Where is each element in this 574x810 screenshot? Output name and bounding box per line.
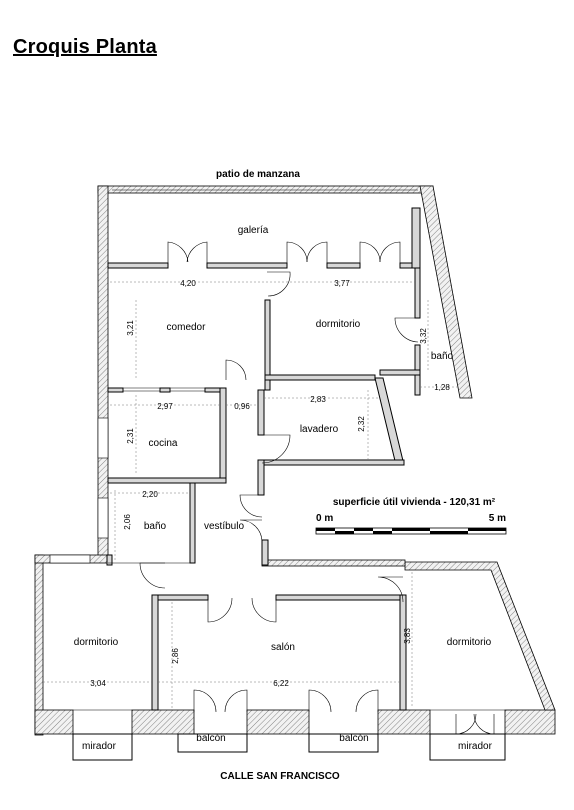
room-comedor: comedor	[167, 322, 207, 333]
room-galeria: galería	[238, 225, 269, 236]
windows	[49, 189, 418, 564]
dim-3-21: 3,21	[126, 320, 135, 336]
dim-6-22: 6,22	[273, 679, 289, 688]
dim-2-32: 2,32	[357, 416, 366, 432]
room-mirador-2: mirador	[458, 741, 493, 752]
drawing-title: Croquis Planta	[13, 36, 157, 58]
dim-3-32: 3,32	[419, 328, 428, 344]
dim-2-86: 2,86	[171, 648, 180, 664]
dim-2-97: 2,97	[157, 402, 173, 411]
dim-3-04: 3,04	[90, 679, 106, 688]
room-vestibulo: vestíbulo	[204, 521, 244, 532]
room-balcon-2: balcón	[339, 733, 368, 744]
room-lavadero: lavadero	[300, 424, 339, 435]
room-balcon-1: balcón	[196, 733, 225, 744]
dim-3-77: 3,77	[334, 279, 350, 288]
top-label: patio de manzana	[216, 169, 300, 180]
scale-bar	[315, 527, 507, 535]
interior-walls	[106, 207, 421, 711]
room-salon: salón	[271, 642, 295, 653]
dim-2-31: 2,31	[126, 428, 135, 444]
door-swings	[139, 241, 495, 735]
dim-2-06: 2,06	[123, 514, 132, 530]
room-mirador-1: mirador	[82, 741, 117, 752]
dim-2-20: 2,20	[142, 490, 158, 499]
room-bano-2: baño	[144, 521, 167, 532]
room-cocina: cocina	[149, 438, 178, 449]
dimension-lines	[43, 281, 460, 708]
room-dormitorio-3: dormitorio	[447, 637, 492, 648]
dim-1-28: 1,28	[434, 383, 450, 392]
dim-0-96: 0,96	[234, 402, 250, 411]
dim-2-83: 2,83	[310, 395, 326, 404]
room-bano-1: baño	[431, 351, 454, 362]
scale-start-label: 0 m	[316, 513, 333, 524]
room-dormitorio-2: dormitorio	[74, 637, 119, 648]
area-label: superficie útil vivienda - 120,31 m²	[333, 497, 496, 508]
street-label: CALLE SAN FRANCISCO	[220, 771, 340, 782]
dim-4-20: 4,20	[180, 279, 196, 288]
exterior-walls	[34, 185, 556, 736]
dim-3-83: 3,83	[403, 628, 412, 644]
balconies	[72, 709, 506, 761]
room-dormitorio-1: dormitorio	[316, 319, 361, 330]
scale-end-label: 5 m	[489, 513, 506, 524]
